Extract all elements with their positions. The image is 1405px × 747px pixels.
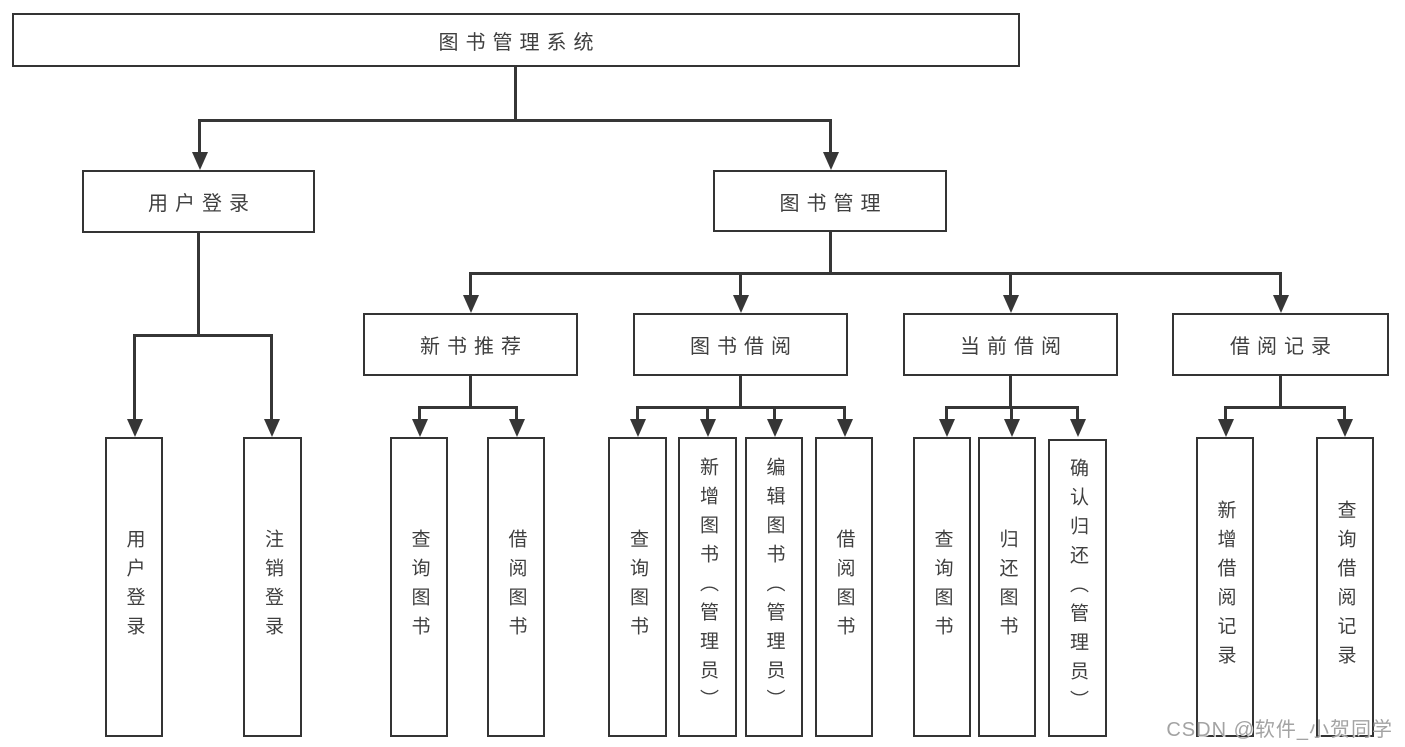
csdn-watermark: CSDN @软件_小贺同学 [1166,719,1393,741]
connector-line [197,233,200,337]
arrowhead-icon [823,152,839,170]
arrowhead-icon [1218,419,1234,437]
arrowhead-icon [767,419,783,437]
leaf-cb-return-books: 归还图书 [978,437,1036,737]
leaf-label: 查询借阅记录 [1334,500,1356,674]
leaf-nb-query-books: 查询图书 [390,437,448,737]
leaf-label: 注销登录 [262,529,283,645]
arrowhead-icon [630,419,646,437]
connector-line [198,119,832,122]
arrowhead-icon [700,419,716,437]
arrowhead-icon [1070,419,1086,437]
connector-line [1009,376,1012,409]
leaf-nb-borrow-books: 借阅图书 [487,437,545,737]
node-user-login: 用户登录 [82,170,315,233]
leaf-br-add-record: 新增借阅记录 [1196,437,1254,737]
connector-line [469,272,1282,275]
connector-line [1076,406,1079,421]
arrowhead-icon [127,419,143,437]
connector-line [773,406,776,421]
arrowhead-icon [463,295,479,313]
connector-line [514,67,517,122]
leaf-bb-add-books-admin: 新增图书（管理员） [678,437,737,737]
arrowhead-icon [837,419,853,437]
leaf-label: 用户登录 [123,529,145,645]
leaf-label: 新增图书（管理员） [697,456,718,718]
arrowhead-icon [1003,295,1019,313]
connector-line [739,272,742,297]
leaf-bb-query-books: 查询图书 [608,437,667,737]
connector-line [418,406,518,409]
connector-line [270,334,273,421]
leaf-br-query-record: 查询借阅记录 [1316,437,1374,737]
connector-line [418,406,421,421]
connector-line [1009,272,1012,297]
arrowhead-icon [264,419,280,437]
leaf-label: 确认归还（管理员） [1067,457,1088,719]
node-current-borrowing: 当前借阅 [903,313,1118,376]
node-new-book-recommendation: 新书推荐 [363,313,578,376]
leaf-bb-edit-books-admin: 编辑图书（管理员） [745,437,803,737]
arrowhead-icon [1337,419,1353,437]
leaf-cb-confirm-return-admin: 确认归还（管理员） [1048,439,1107,737]
leaf-label: 借阅图书 [505,529,527,645]
connector-line [133,334,136,421]
connector-line [515,406,518,421]
connector-line [945,406,948,421]
connector-line [1343,406,1346,421]
connector-line [636,406,846,409]
leaf-label: 借阅图书 [833,529,855,645]
connector-line [1279,376,1282,409]
connector-line [706,406,709,421]
connector-line [829,232,832,275]
connector-line [1224,406,1346,409]
connector-line [1279,272,1282,297]
leaf-cb-query-books: 查询图书 [913,437,971,737]
connector-line [1224,406,1227,421]
arrowhead-icon [939,419,955,437]
arrowhead-icon [192,152,208,170]
node-library-management-system: 图书管理系统 [12,13,1020,67]
connector-line [843,406,846,421]
leaf-label: 查询图书 [408,529,430,645]
node-borrowing-records: 借阅记录 [1172,313,1389,376]
leaf-label: 归还图书 [996,529,1018,645]
arrowhead-icon [1004,419,1020,437]
connector-line [133,334,273,337]
connector-line [829,119,832,154]
arrowhead-icon [1273,295,1289,313]
leaf-label: 查询图书 [627,529,648,645]
leaf-label: 查询图书 [931,529,953,645]
connector-line [739,376,742,409]
arrowhead-icon [509,419,525,437]
connector-line [469,272,472,297]
node-book-borrowing: 图书借阅 [633,313,848,376]
connector-line [1010,406,1013,421]
leaf-user-login: 用户登录 [105,437,163,737]
leaf-label: 新增借阅记录 [1214,500,1236,674]
connector-line [636,406,639,421]
arrowhead-icon [412,419,428,437]
connector-line [469,376,472,409]
node-book-management: 图书管理 [713,170,947,232]
leaf-logout-login: 注销登录 [243,437,302,737]
leaf-label: 编辑图书（管理员） [763,456,785,718]
connector-line [198,119,201,154]
leaf-bb-borrow-books: 借阅图书 [815,437,873,737]
arrowhead-icon [733,295,749,313]
